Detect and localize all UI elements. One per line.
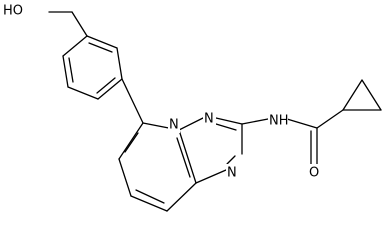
triazole-n1-label: N [169, 118, 179, 133]
pyridine-bond [166, 182, 197, 212]
triazole-bond [215, 117, 243, 125]
triazole-double-bond [226, 155, 236, 165]
triazole-n2-label-bg [203, 110, 216, 127]
phenyl-bond [62, 35, 88, 57]
triazole-n2-label: N [204, 112, 214, 127]
triazole-n4-label: N [227, 166, 237, 181]
phenyl-double-bond [96, 77, 116, 94]
pyridine-bond [118, 158, 132, 197]
phenyl-bond [97, 78, 123, 100]
pyridine-double-bond [135, 189, 165, 204]
triazole-n1-label-bg [168, 116, 180, 133]
amide-nh-label: NH [269, 114, 289, 129]
triazole-n4-label-bg [226, 164, 239, 181]
hydroxyl-label-bg [3, 2, 29, 20]
carbonyl-o-label-bg [307, 164, 321, 182]
triazole-bond [178, 117, 204, 131]
pyridine-double-bond [124, 132, 139, 153]
phenyl-double-bond [68, 57, 74, 83]
phenyl-bond [86, 35, 118, 49]
bond-carbonyl-cyclopropyl [316, 109, 344, 129]
pyridine-double-bond [176, 137, 191, 178]
amide-nh-label-bg [268, 112, 288, 130]
bond-ch2-aryl [71, 11, 88, 37]
bond-triazole-nh [241, 118, 269, 125]
atom-labels: HO NH O N N N [3, 2, 321, 182]
phenyl-bond [116, 47, 123, 80]
phenyl-bond [62, 55, 69, 88]
bond-nh-carbonyl [286, 118, 318, 129]
pyridine-bond [178, 129, 197, 184]
triazole-double-bond [215, 123, 237, 131]
cyclopropyl-bond [361, 79, 382, 111]
chemical-structure: HO NH O N N N [3, 2, 382, 212]
phenyl-bond [67, 86, 99, 100]
cyclopropyl-bond [342, 79, 363, 111]
pyridine-bond [130, 195, 168, 212]
hydroxyl-label: HO [3, 4, 23, 19]
bond-lines [48, 11, 382, 212]
pyridine-bond [118, 122, 144, 160]
phenyl-double-bond [88, 42, 113, 53]
bond-phenyl-pyridine [121, 78, 144, 124]
triazole-bond [195, 169, 227, 184]
carbonyl-o-label: O [309, 166, 319, 181]
